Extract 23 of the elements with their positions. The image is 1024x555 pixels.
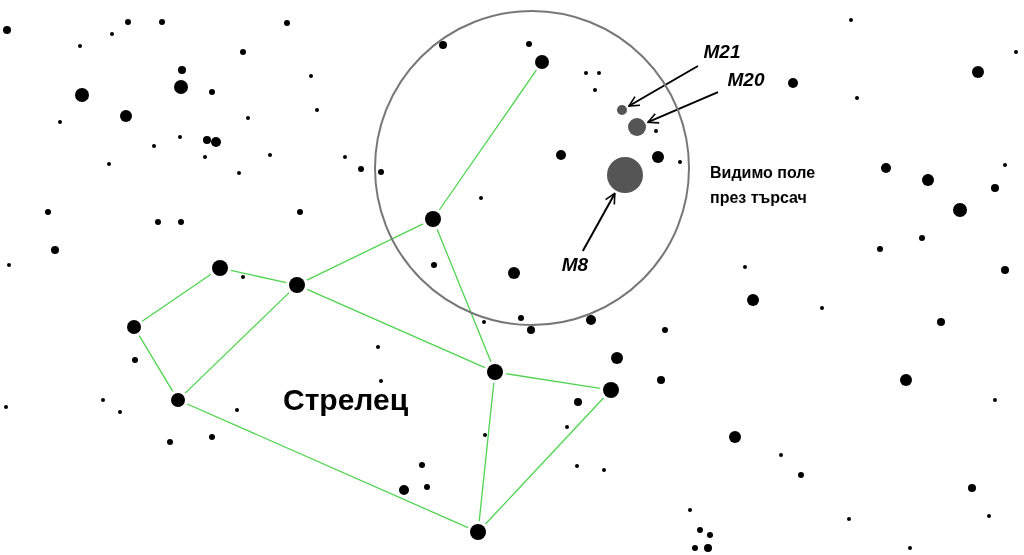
object-label: M21 — [697, 40, 747, 64]
object-label: M20 — [720, 68, 772, 92]
constellation-line — [478, 382, 495, 522]
object-label: M8 — [557, 253, 593, 277]
leader-arrow — [581, 192, 616, 252]
leader-arrow — [647, 91, 719, 124]
nebula — [617, 105, 627, 115]
constellation-line — [138, 334, 174, 393]
constellation-line — [230, 269, 287, 284]
leader-arrow — [627, 65, 699, 107]
constellation-line — [141, 273, 212, 322]
nebula — [628, 118, 646, 136]
constellation-line — [184, 291, 290, 394]
constellation-line — [186, 403, 469, 529]
constellation-name: Стрелец — [283, 383, 409, 417]
constellation-line — [306, 288, 486, 369]
nebula — [607, 157, 643, 193]
constellation-line — [484, 397, 605, 525]
field-of-view-label: Видимо поле през търсач — [710, 163, 817, 208]
constellation-line — [436, 228, 492, 363]
constellation-line — [306, 223, 424, 281]
constellation-line — [438, 69, 537, 211]
constellation-line — [505, 373, 601, 389]
